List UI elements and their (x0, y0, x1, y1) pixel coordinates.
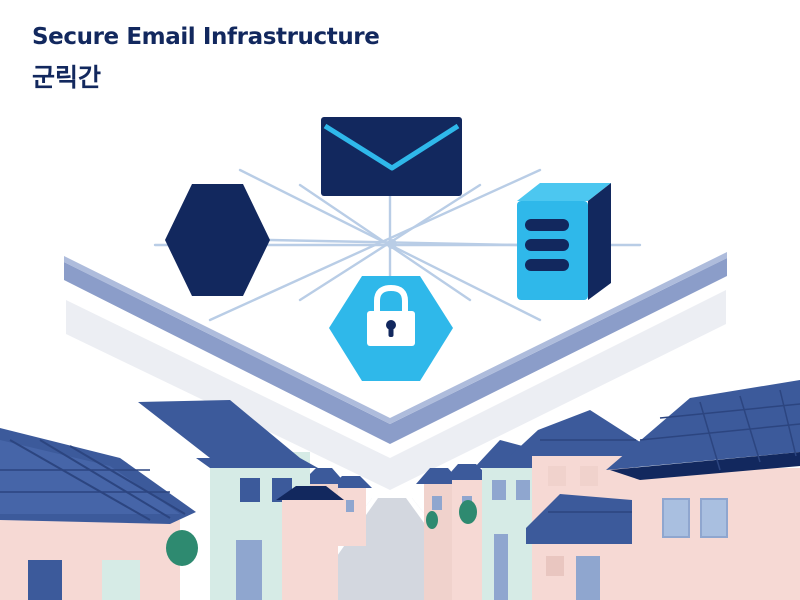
street-scene (0, 380, 800, 600)
house-left-front (0, 428, 198, 600)
padlock-icon (329, 276, 453, 381)
house-right-front (606, 380, 800, 600)
isometric-platform (64, 252, 727, 490)
hexagon-node-icon (165, 184, 270, 296)
platform-shadow (66, 290, 726, 490)
envelope-icon (321, 117, 462, 196)
page-title: Secure Email Infrastructure (32, 24, 380, 50)
house-left-mint (138, 400, 344, 600)
page-subtitle: 군릭간 (32, 63, 102, 92)
house-right-distant (416, 464, 492, 600)
server-stack-icon (517, 183, 611, 300)
house-right-pink (510, 410, 640, 600)
network-hub-dot (387, 239, 397, 249)
